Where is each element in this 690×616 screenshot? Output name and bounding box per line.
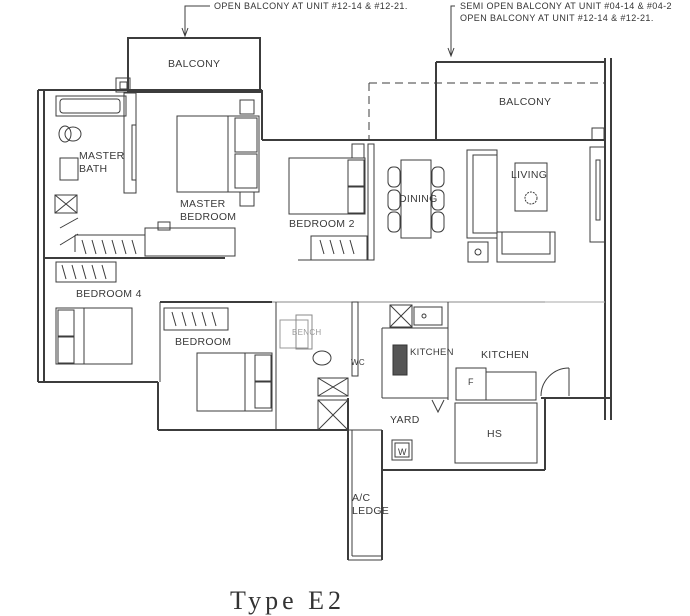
label-bedroom-2: BEDROOM 2 — [289, 218, 355, 230]
label-hs: HS — [487, 428, 503, 440]
label-balcony-right: BALCONY — [499, 96, 552, 108]
service-area — [272, 301, 611, 561]
dining-living — [387, 146, 606, 263]
note-semi-open-balcony: SEMI OPEN BALCONY AT UNIT #04-14 & #04-2 — [460, 1, 672, 11]
label-master-bath-2: BATH — [79, 163, 108, 175]
label-ac-ledge-2: LEDGE — [352, 505, 390, 517]
label-master-bath-1: MASTER — [79, 150, 125, 162]
note-open-balcony-left: OPEN BALCONY AT UNIT #12-14 & #12-21. — [214, 1, 408, 11]
note-open-balcony-right: OPEN BALCONY AT UNIT #12-14 & #12-21. — [460, 13, 654, 23]
label-washer: W — [398, 447, 407, 457]
label-bench: BENCH — [292, 328, 322, 337]
unit-type-title: Type E2 — [230, 586, 345, 615]
master-bedroom — [44, 99, 260, 259]
label-ac-ledge-1: A/C — [352, 492, 371, 504]
label-bedroom-4: BEDROOM 4 — [76, 288, 142, 300]
label-balcony-left: BALCONY — [168, 58, 221, 70]
bedroom-4 — [55, 261, 133, 365]
label-dining: DINING — [399, 193, 438, 205]
label-wc: WC — [351, 358, 365, 367]
note-leaders — [181, 5, 455, 58]
label-kitchen: KITCHEN — [481, 349, 530, 361]
label-living: LIVING — [511, 169, 548, 181]
label-kitchen-wet: KITCHEN — [410, 347, 454, 358]
label-master-bedroom-1: MASTER — [180, 198, 226, 210]
floor-plan-drawing — [37, 5, 612, 561]
bedroom-2 — [288, 143, 375, 261]
label-fridge: F — [468, 377, 474, 387]
master-bath — [54, 92, 137, 214]
balcony-right — [368, 61, 605, 141]
label-master-bedroom-2: BEDROOM — [180, 211, 237, 223]
bedroom — [159, 301, 273, 412]
label-yard: YARD — [390, 414, 420, 426]
label-bedroom: BEDROOM — [175, 336, 232, 348]
